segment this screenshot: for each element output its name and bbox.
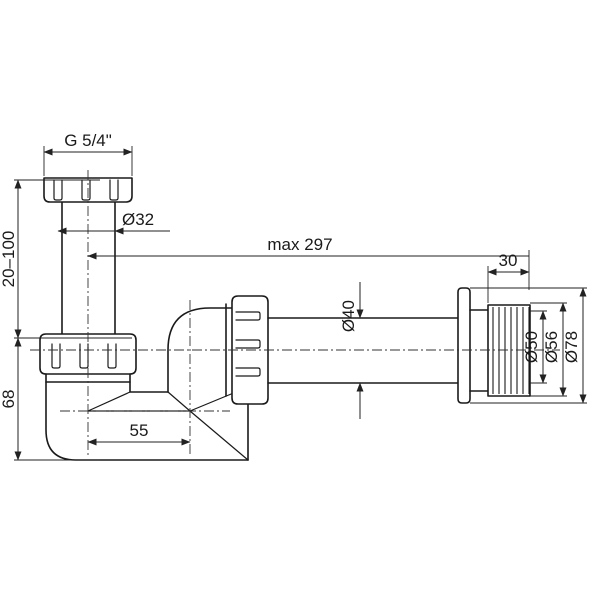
dimension-wall-adapter-length: 30 — [487, 251, 530, 303]
dimension-inlet-pipe-diameter: Ø32 — [57, 210, 170, 235]
dimension-label-trap-depth: 68 — [0, 390, 18, 409]
center-lines — [30, 170, 560, 455]
dimension-thread-size: G 5/4" — [43, 131, 133, 176]
dimension-label-thread-size: G 5/4" — [64, 131, 112, 150]
outlet-pipe — [267, 317, 459, 384]
dimension-label-inlet-height-range: 20–100 — [0, 231, 18, 288]
dimension-inlet-height-range: 20–100 — [0, 179, 132, 339]
dimension-rosette-mid-diameter: Ø56 — [530, 302, 567, 397]
dimension-label-rosette-inner-diameter: Ø50 — [522, 331, 541, 363]
dimension-max-reach: max 297 — [87, 235, 530, 290]
dimension-label-max-reach: max 297 — [267, 235, 332, 254]
dimension-label-wall-adapter-length: 30 — [499, 251, 518, 270]
dimension-annotations: G 5/4" Ø32 20–100 68 55 — [0, 131, 587, 461]
dimension-rosette-inner-diameter: Ø50 — [522, 310, 547, 384]
dimension-label-rosette-mid-diameter: Ø56 — [542, 331, 561, 363]
inlet-tailpipe — [61, 185, 116, 347]
dimension-label-outlet-pipe-diameter: Ø40 — [339, 300, 358, 332]
dimension-trap-offset: 55 — [87, 421, 191, 446]
dimension-trap-depth: 68 — [0, 337, 100, 461]
dimension-rosette-outer-diameter: Ø78 — [470, 287, 587, 404]
wall-rosette-flange — [457, 287, 489, 404]
dimension-label-trap-offset: 55 — [130, 421, 149, 440]
dimension-label-inlet-pipe-diameter: Ø32 — [122, 210, 154, 229]
dimension-outlet-pipe-diameter: Ø40 — [339, 282, 364, 419]
dimension-label-rosette-outer-diameter: Ø78 — [562, 331, 581, 363]
product-geometry — [30, 170, 560, 461]
